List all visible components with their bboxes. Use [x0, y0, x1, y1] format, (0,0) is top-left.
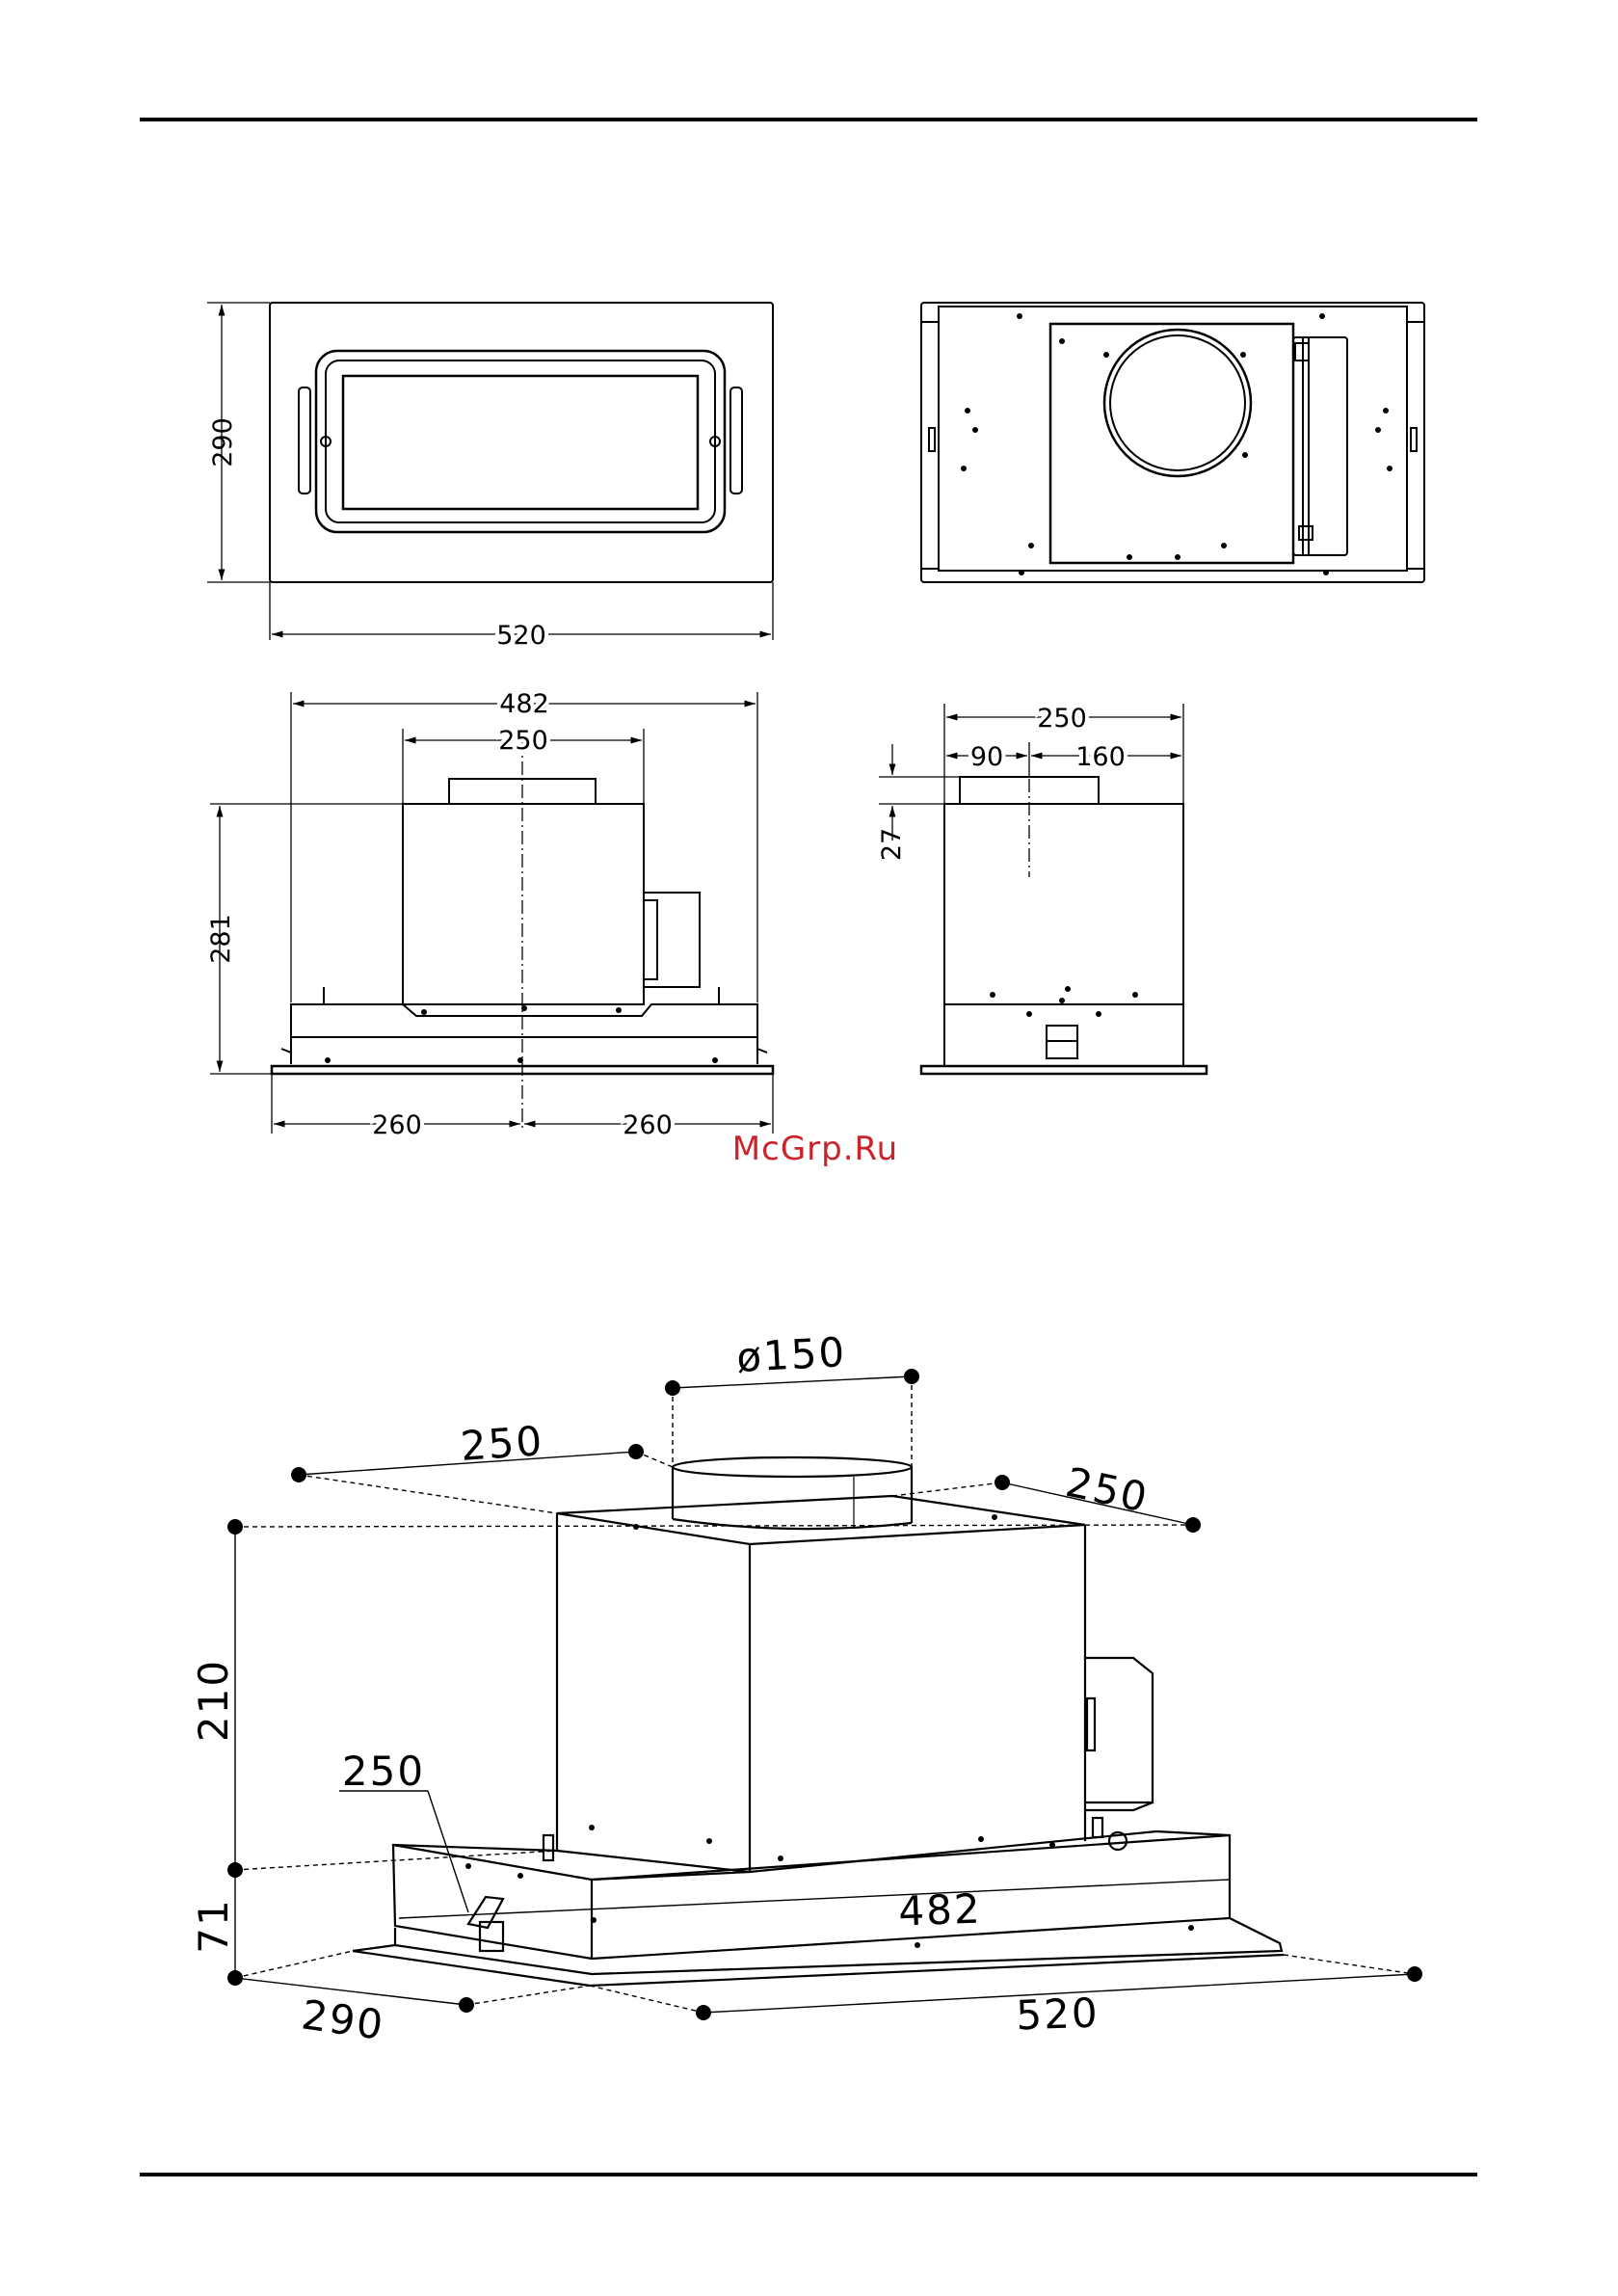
top-view-dimensions	[207, 303, 773, 640]
dim-iso-duct: ø150	[735, 1328, 847, 1381]
dim-iso-frame-inner: 482	[898, 1885, 983, 1936]
dim-end-left: 90	[970, 742, 1003, 772]
dim-end-width: 250	[1037, 704, 1087, 734]
dim-iso-depth-top: 250	[459, 1417, 544, 1470]
dim-side-left: 260	[372, 1110, 422, 1140]
iso-dimensions	[235, 1376, 1415, 2013]
dim-iso-control: 250	[342, 1748, 425, 1795]
dim-side-height: 281	[206, 914, 236, 964]
side-view-dimensions	[210, 692, 773, 1134]
dim-iso-height: 210	[190, 1659, 237, 1742]
plan-view-holes	[961, 313, 1393, 575]
top-view	[270, 303, 773, 582]
dim-side-right: 260	[623, 1110, 673, 1140]
dim-top-width: 520	[496, 621, 546, 651]
dim-iso-frame-depth: 290	[299, 1990, 387, 2049]
dim-iso-width-top: 250	[1062, 1458, 1153, 1522]
dim-top-height: 290	[208, 417, 238, 467]
end-view-dimensions	[879, 704, 1183, 877]
dim-side-width: 482	[499, 689, 549, 719]
iso-view	[353, 1457, 1284, 1986]
dim-side-outlet: 250	[498, 726, 548, 756]
dim-end-right: 160	[1075, 742, 1126, 772]
dim-end-collar: 27	[877, 828, 907, 861]
iso-dimension-dots	[227, 1369, 1422, 2020]
end-view-holes	[990, 986, 1138, 1017]
dim-iso-frame-height: 71	[190, 1898, 237, 1953]
plan-view	[921, 303, 1424, 582]
side-view-holes	[325, 1005, 718, 1063]
dim-iso-frame-width: 520	[1016, 1989, 1101, 2040]
end-view	[921, 777, 1207, 1074]
watermark: McGrp.Ru	[732, 1130, 898, 1168]
